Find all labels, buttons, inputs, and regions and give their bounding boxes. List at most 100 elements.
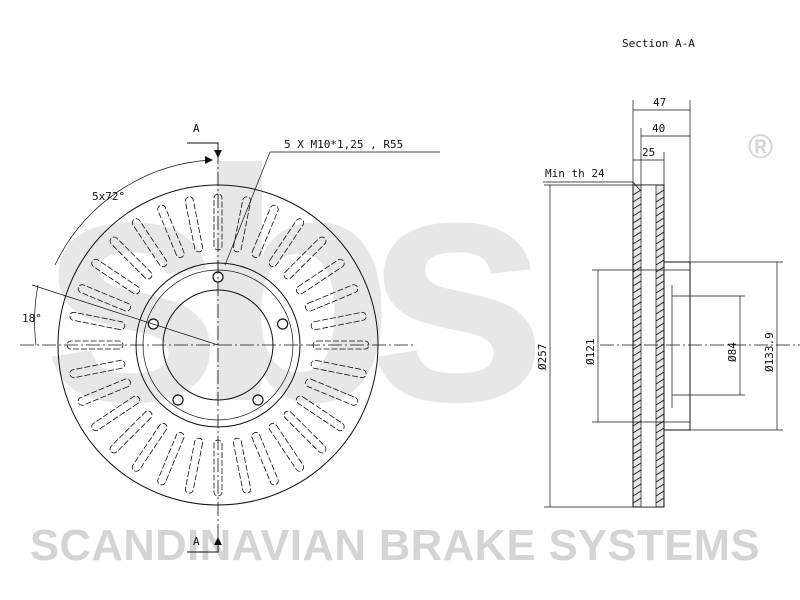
- vent-slot: [232, 196, 252, 253]
- vent-slot: [66, 340, 124, 350]
- hatch-line: [632, 483, 642, 490]
- angle-reference-line: [31, 284, 219, 346]
- hatch-line: [655, 231, 665, 238]
- hatch-line: [655, 455, 665, 462]
- company-name-watermark: SCANDINAVIAN BRAKE SYSTEMS: [30, 521, 760, 570]
- section-hatching: [632, 189, 665, 504]
- hatch-line: [632, 469, 642, 476]
- sbs-logo-watermark: sbs ®: [40, 101, 773, 470]
- hatch-line: [632, 196, 642, 203]
- hatch-line: [632, 476, 642, 483]
- hatch-line: [655, 280, 665, 287]
- hatch-line: [655, 378, 665, 385]
- angle-offset-label: 18°: [22, 312, 42, 325]
- hatch-line: [655, 252, 665, 259]
- hatch-line: [632, 294, 642, 301]
- hatch-line: [655, 245, 665, 252]
- hatch-line: [655, 497, 665, 504]
- vent-slot: [184, 437, 204, 494]
- hatch-line: [632, 448, 642, 455]
- vent-slot: [305, 378, 359, 406]
- vent-slot: [91, 258, 141, 295]
- hatch-line: [632, 413, 642, 420]
- hatch-line: [655, 308, 665, 315]
- hatch-line: [655, 189, 665, 196]
- hatch-line: [655, 490, 665, 497]
- hatch-line: [632, 455, 642, 462]
- hatch-line: [632, 224, 642, 231]
- hatch-line: [655, 266, 665, 273]
- hatch-line: [655, 483, 665, 490]
- hatch-line: [632, 266, 642, 273]
- hatch-line: [632, 497, 642, 504]
- vent-slot: [131, 218, 168, 268]
- hatch-line: [655, 238, 665, 245]
- angle-pattern-label: 5x72°: [92, 190, 125, 203]
- vent-slot: [310, 359, 367, 379]
- hatch-line: [632, 385, 642, 392]
- vent-slot: [77, 284, 131, 312]
- hatch-line: [655, 476, 665, 483]
- hatch-line: [632, 322, 642, 329]
- vent-slot: [283, 236, 327, 280]
- hatch-line: [632, 364, 642, 371]
- hatch-line: [632, 406, 642, 413]
- vent-slot: [109, 236, 153, 280]
- dim-hat-diameter: Ø121: [584, 339, 597, 366]
- vent-slot: [232, 437, 252, 494]
- hatch-line: [655, 273, 665, 280]
- thread-callout: 5 X M10*1,25 , R55: [284, 138, 403, 151]
- vent-slot: [251, 432, 279, 486]
- sbs-logo-text: sbs: [40, 101, 535, 470]
- thread-callout-leader: [224, 151, 440, 266]
- disc-front-view: A A 5x72° 18° 5 X M10*1,25 , R55: [20, 122, 440, 553]
- dim-disc-thickness: 25: [642, 146, 655, 159]
- hatch-line: [632, 217, 642, 224]
- hatch-line: [655, 336, 665, 343]
- hatch-line: [632, 259, 642, 266]
- vent-slot: [295, 395, 345, 432]
- section-arrow-bottom: [214, 537, 222, 545]
- hatch-line: [655, 329, 665, 336]
- hatch-line: [632, 245, 642, 252]
- hatch-line: [632, 434, 642, 441]
- hatch-line: [632, 189, 642, 196]
- hatch-line: [655, 462, 665, 469]
- hatch-line: [655, 301, 665, 308]
- hatch-line: [632, 273, 642, 280]
- hatch-line: [632, 329, 642, 336]
- vent-slot: [77, 378, 131, 406]
- angle-arc-arrow: [205, 156, 213, 164]
- hatch-line: [655, 217, 665, 224]
- dim-hat-outer-diameter: Ø133.9: [763, 332, 776, 372]
- vent-slot: [184, 196, 204, 253]
- hatch-line: [632, 350, 642, 357]
- angle-arc-18: [34, 284, 39, 346]
- bolt-hole: [277, 318, 289, 330]
- hatch-line: [632, 357, 642, 364]
- hatch-line: [655, 203, 665, 210]
- vent-slot: [157, 432, 185, 486]
- hatch-line: [655, 364, 665, 371]
- angle-arc-5x72: [54, 159, 212, 266]
- bolt-hole: [172, 394, 184, 406]
- hatch-line: [655, 350, 665, 357]
- section-arrow-top: [214, 150, 222, 158]
- dim-outer-diameter: Ø257: [536, 344, 549, 371]
- hatch-line: [632, 287, 642, 294]
- hatch-line: [655, 427, 665, 434]
- vent-slot: [91, 395, 141, 432]
- hatch-line: [632, 252, 642, 259]
- hatch-line: [655, 434, 665, 441]
- hatch-line: [632, 462, 642, 469]
- section-marker-bottom: A: [193, 535, 200, 548]
- hatch-line: [655, 210, 665, 217]
- vent-slot: [295, 258, 345, 295]
- hatch-line: [632, 210, 642, 217]
- hatch-line: [632, 315, 642, 322]
- hatch-line: [632, 301, 642, 308]
- hatch-line: [632, 392, 642, 399]
- vent-slot: [109, 410, 153, 454]
- hatch-line: [655, 441, 665, 448]
